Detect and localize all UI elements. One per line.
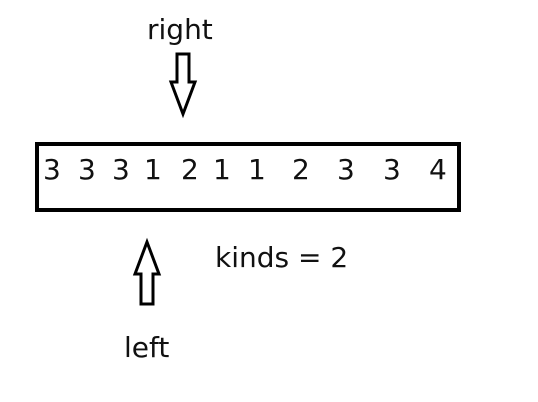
up-arrow-icon [132, 237, 162, 306]
right-pointer-label: right [147, 13, 213, 46]
left-pointer-label: left [124, 331, 170, 364]
kinds-count-label: kinds = 2 [215, 241, 349, 274]
array-cell: 3 [337, 153, 355, 186]
array-cell: 3 [112, 153, 130, 186]
array-cell: 1 [248, 153, 266, 186]
array-cell: 2 [181, 153, 199, 186]
array-cell: 3 [43, 153, 61, 186]
array-cell: 3 [78, 153, 96, 186]
array-cell: 4 [429, 153, 447, 186]
array-cell: 3 [383, 153, 401, 186]
array-cell: 2 [292, 153, 310, 186]
array-cell: 1 [213, 153, 231, 186]
down-arrow-icon [168, 52, 198, 119]
array-cell: 1 [144, 153, 162, 186]
